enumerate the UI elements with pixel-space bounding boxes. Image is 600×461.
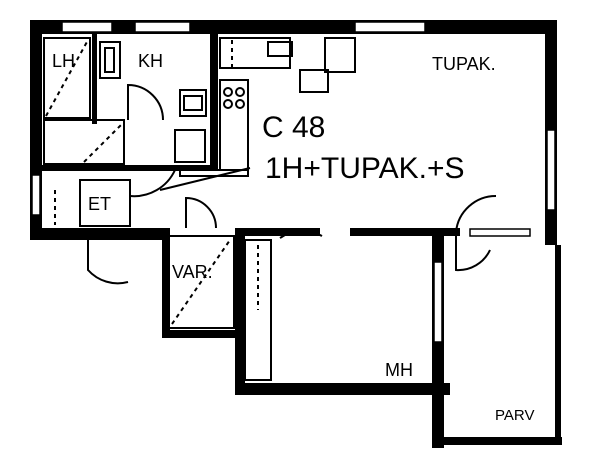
room-label-parv: PARV bbox=[495, 407, 534, 424]
apartment-code: C 48 bbox=[262, 111, 325, 144]
room-label-mh: MH bbox=[385, 360, 413, 380]
door-swings bbox=[455, 194, 497, 272]
bathroom-fixtures bbox=[43, 37, 164, 165]
kitchen-fixtures bbox=[174, 37, 356, 171]
room-label-var: VAR. bbox=[172, 262, 213, 282]
room-label-et: ET bbox=[88, 194, 111, 214]
storage-fixtures bbox=[167, 229, 323, 381]
room-label-tupak: TUPAK. bbox=[432, 54, 496, 74]
entry-fixtures bbox=[54, 167, 251, 285]
room-labels: LH KH TUPAK. C 48 1H+TUPAK.+S ET VAR. MH… bbox=[52, 51, 534, 424]
room-label-lh: LH bbox=[52, 51, 75, 71]
windows bbox=[31, 21, 556, 343]
apartment-type: 1H+TUPAK.+S bbox=[265, 152, 465, 185]
room-label-kh: KH bbox=[138, 51, 163, 71]
